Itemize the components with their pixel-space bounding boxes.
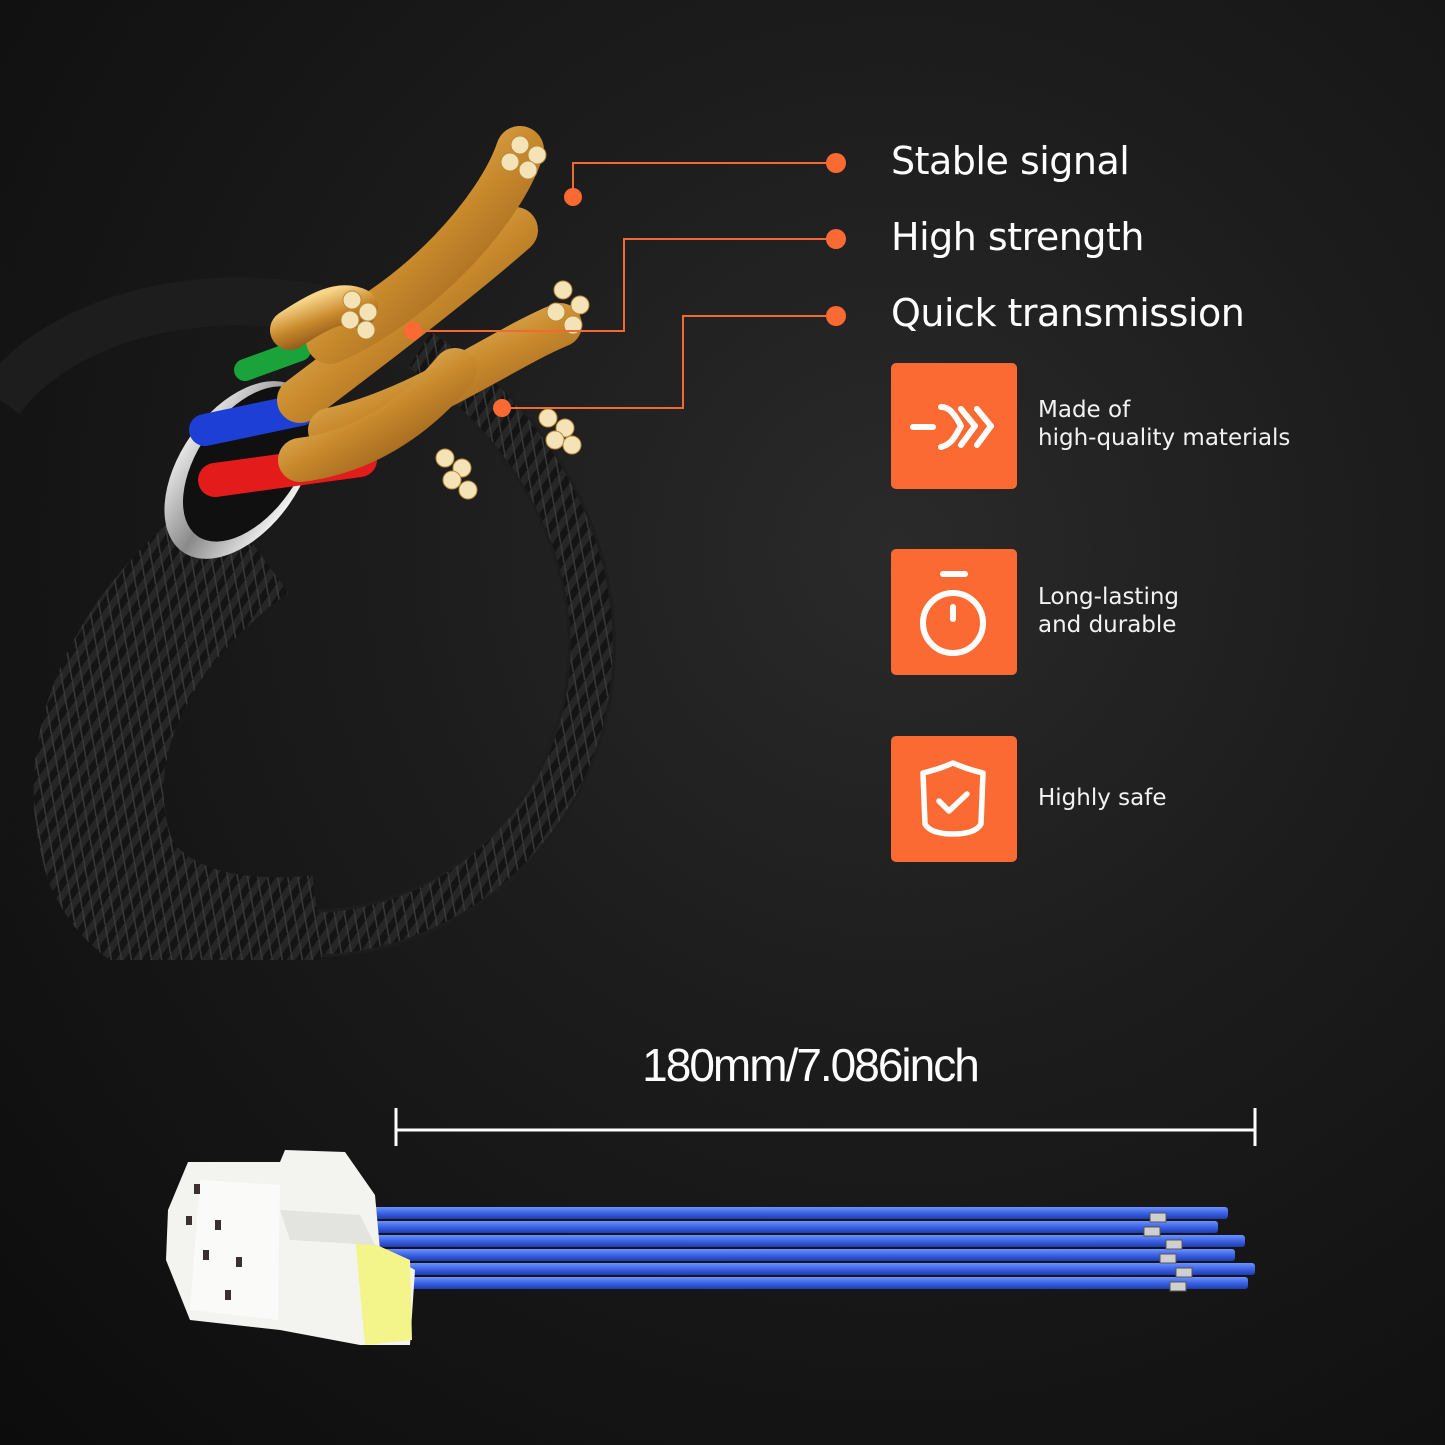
feature-tile — [891, 736, 1017, 862]
wire-harness-connector-image — [160, 1140, 1270, 1370]
callout-lines — [0, 0, 1445, 450]
shield-check-icon — [920, 760, 986, 837]
callout-bullet-dot — [826, 229, 846, 249]
feature-line: Made of — [1038, 397, 1131, 423]
callout-quick-transmission: Quick transmission — [891, 291, 1245, 335]
feature-tile — [891, 363, 1017, 489]
fast-forward-arrows-icon — [910, 404, 994, 450]
feature-line: Highly safe — [1038, 785, 1167, 811]
callout-anchor-dot — [404, 322, 422, 340]
feature-highly-safe: Highly safe — [891, 736, 1391, 863]
length-dimension-bar — [394, 1106, 1258, 1148]
braided-cable-illustration — [0, 100, 620, 960]
callout-anchor-dot — [564, 188, 582, 206]
callout-bullet-dot — [826, 306, 846, 326]
callout-high-strength: High strength — [891, 215, 1144, 259]
feature-line: high-quality materials — [1038, 425, 1291, 451]
feature-tile — [891, 549, 1017, 675]
callout-bullet-dot — [826, 153, 846, 173]
feature-long-lasting: Long-lasting and durable — [891, 549, 1391, 676]
feature-line: and durable — [1038, 612, 1177, 638]
length-dimension-label: 180mm/7.086inch — [642, 1039, 980, 1091]
feature-line: Long-lasting — [1038, 584, 1180, 610]
callout-stable-signal: Stable signal — [891, 139, 1130, 183]
stopwatch-icon — [920, 571, 986, 656]
feature-quality-materials: Made of high-quality materials — [891, 363, 1391, 490]
callout-anchor-dot — [493, 399, 511, 417]
